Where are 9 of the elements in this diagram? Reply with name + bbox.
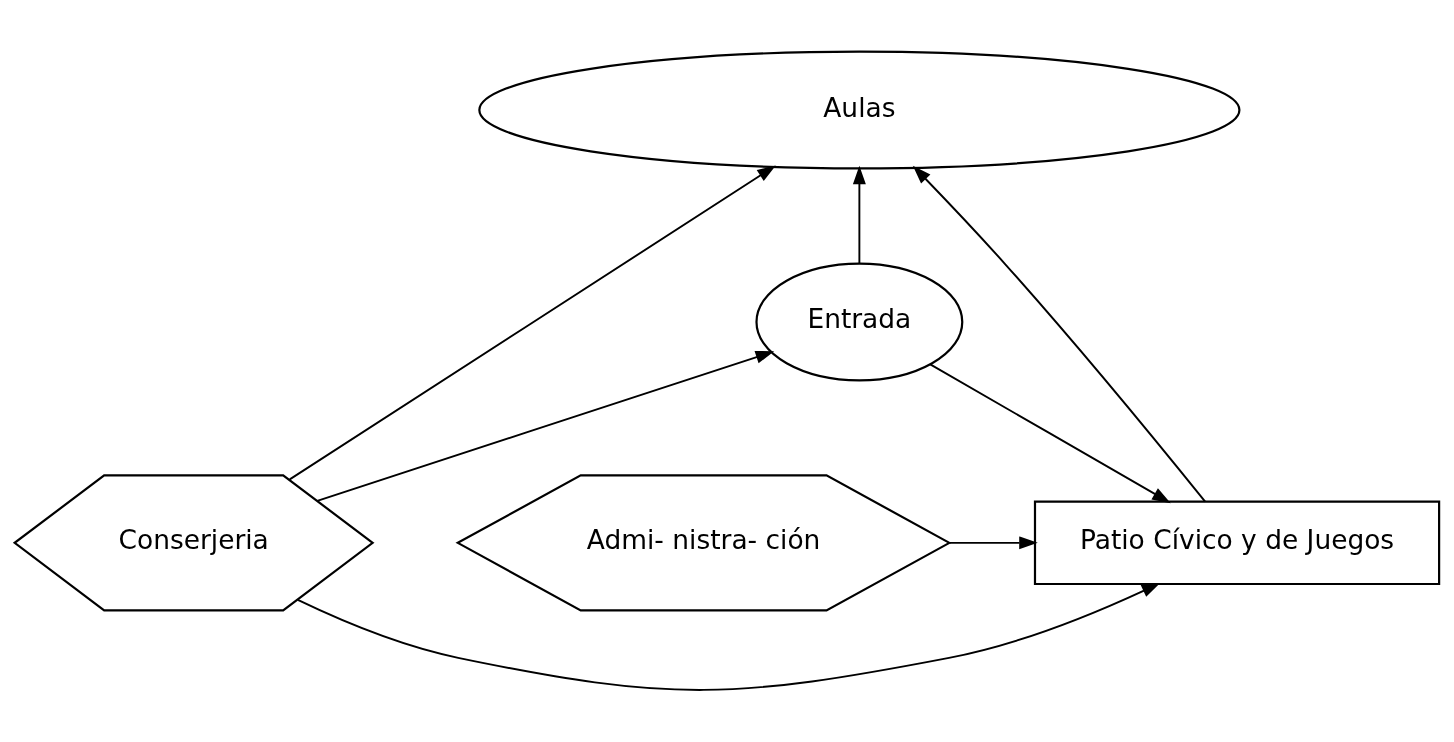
- node-box: Patio Cívico y de Juegos: [1033, 500, 1441, 586]
- arrow: [296, 582, 1161, 691]
- arrow: [316, 350, 775, 502]
- node-ellipse: Aulas: [478, 50, 1241, 170]
- arrow: [288, 165, 776, 481]
- arrow: [852, 165, 866, 265]
- arrow: [948, 536, 1038, 550]
- arrow: [912, 165, 1207, 503]
- arrow: [929, 363, 1171, 504]
